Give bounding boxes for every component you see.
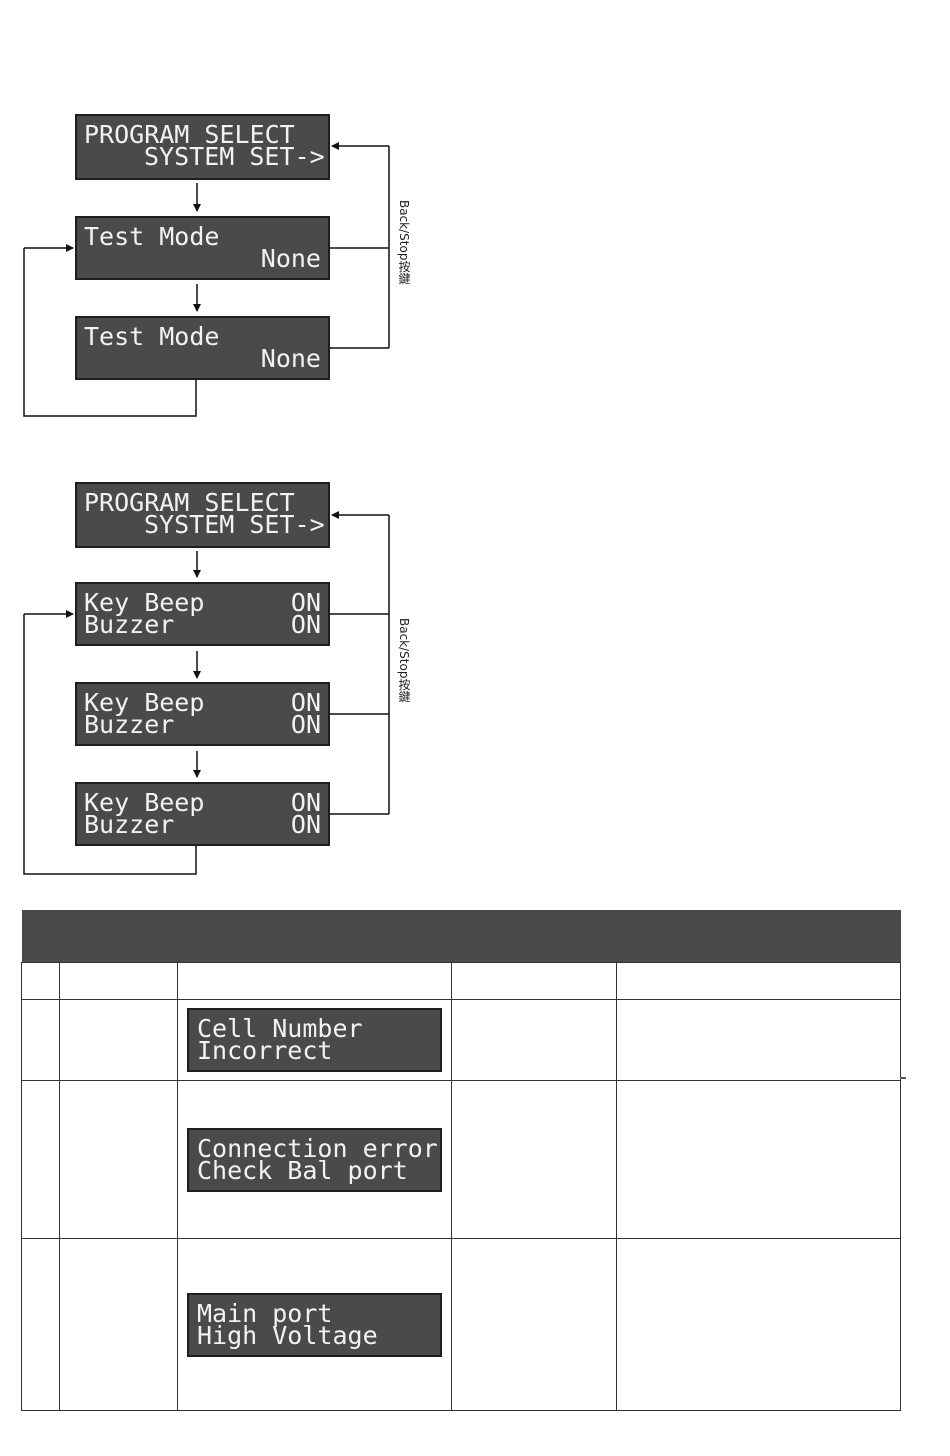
back-stop-label: Back/Stop按鍵 (397, 618, 411, 703)
lcd-program-select: PROGRAM SELECT SYSTEM SET-> (75, 114, 330, 180)
lcd-test-mode: Test Mode None (75, 316, 330, 380)
table-row: Connection error Check Bal port (21, 1080, 901, 1239)
lcd-program-select: PROGRAM SELECT SYSTEM SET-> (75, 482, 330, 548)
back-stop-label: Back/Stop按鍵 (397, 200, 411, 285)
lcd-test-mode: Test Mode None (75, 216, 330, 280)
lcd-error-message: Cell Number Incorrect (187, 1008, 442, 1072)
table-title-bar (21, 910, 901, 963)
lcd-error-message: Main port High Voltage (187, 1292, 442, 1357)
table-row: Main port High Voltage (21, 1238, 901, 1411)
table-row: Cell Number Incorrect (21, 999, 901, 1081)
flow-connectors (23, 142, 390, 875)
table-line-stub (900, 1077, 906, 1079)
lcd-error-message: Connection error Check Bal port (187, 1127, 442, 1192)
error-table: Cell Number Incorrect Connection error C… (21, 910, 901, 1411)
table-header-row (21, 962, 901, 1000)
